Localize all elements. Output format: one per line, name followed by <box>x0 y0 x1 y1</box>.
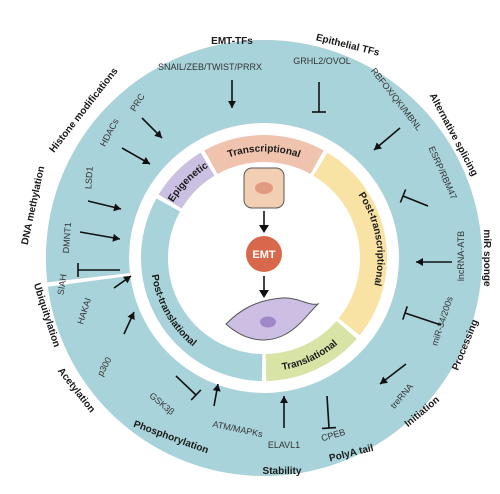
emt-badge <box>246 236 282 272</box>
inner-band-transcriptional <box>204 135 324 175</box>
arrowhead-icon <box>127 312 135 321</box>
inhibition-bar-icon <box>175 375 197 396</box>
inner-label-transcriptional: Transcriptional <box>226 143 302 160</box>
category-outer-label: EMT-TFs <box>211 36 253 47</box>
arrowhead-icon <box>416 258 423 266</box>
arrowhead-icon <box>212 384 221 392</box>
inhibition-bar-icon <box>326 395 330 429</box>
inner-band-post-transcriptional <box>313 152 387 336</box>
category-outer-label: Stability <box>263 466 302 477</box>
category-outer-label: DNA methylation <box>20 165 47 246</box>
regulator-label: LSD1 <box>83 166 95 189</box>
arrowhead-icon <box>154 130 162 138</box>
inhibition-bar-end-icon <box>399 189 407 203</box>
inhibition-bar-icon <box>404 312 442 326</box>
regulator-label: SNAIL/ZEB/TWIST/PRRX <box>158 62 262 72</box>
mesenchymal-nucleus-icon <box>260 316 276 328</box>
inner-ring <box>140 135 387 381</box>
arrowhead-icon <box>380 376 388 384</box>
arrowhead-icon <box>280 396 288 403</box>
regulator-label: SIAH <box>56 273 69 295</box>
inner-band-post-translational <box>140 198 263 381</box>
regulator-label: ELAVL1 <box>268 440 300 450</box>
arrowhead-icon <box>113 203 121 212</box>
regulator-label: lncRNA-ATB <box>456 231 466 281</box>
epithelial-nucleus-icon <box>255 182 273 194</box>
arrowhead-icon <box>141 157 150 164</box>
center-illustration: EMT <box>225 167 320 341</box>
inhibition-bar-end-icon <box>190 389 202 401</box>
arrowhead-icon <box>122 276 131 284</box>
arrowhead-icon <box>228 101 236 108</box>
inhibition-bar-icon <box>402 195 429 207</box>
outer-ring <box>45 39 482 476</box>
inhibition-bar-end-icon <box>402 306 408 320</box>
category-outer-label: miR sponge <box>481 229 492 287</box>
down-arrowhead-icon <box>259 225 269 233</box>
emt-badge-label: EMT <box>252 249 276 261</box>
inhibition-bar-end-icon <box>321 426 337 430</box>
regulator-label: DMNT1 <box>61 222 73 254</box>
arrowhead-icon <box>374 142 382 150</box>
segment-ubiquitylation-extension <box>45 39 482 476</box>
inner-band-epigenetic <box>158 152 215 209</box>
regulator-label: GRHL2/OVOL <box>293 56 351 66</box>
inner-band-translational <box>265 320 357 381</box>
arrowhead-icon <box>112 233 120 242</box>
down-arrowhead-icon-2 <box>259 290 269 298</box>
